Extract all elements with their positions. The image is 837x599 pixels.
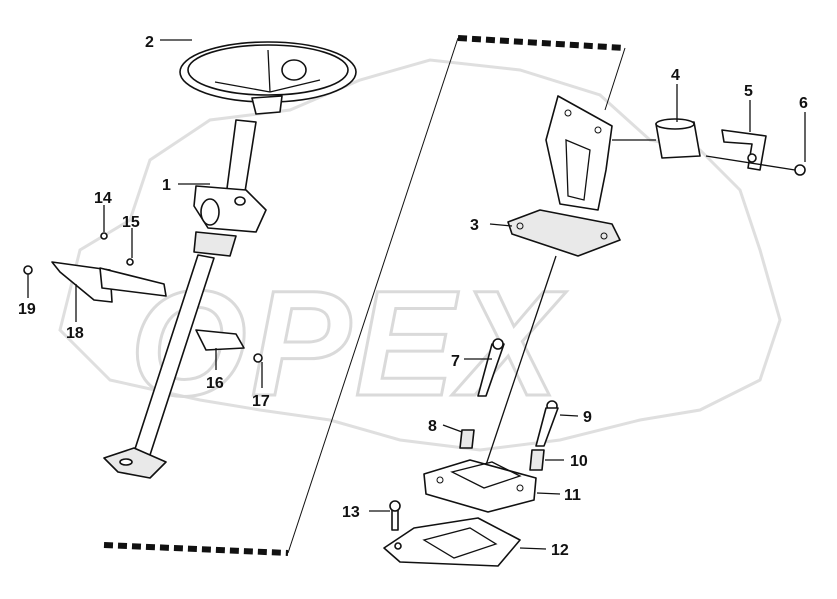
side-bracket (23, 232, 167, 303)
clamp-assembly (612, 118, 806, 176)
mounting-bolts (459, 338, 559, 471)
callout-16: 16 (206, 375, 224, 392)
steering-column (103, 119, 257, 479)
lower-bracket (195, 329, 263, 363)
callout-9: 9 (583, 409, 592, 426)
column-support-stand (507, 95, 621, 257)
callout-labels: 2 1 3 4 5 6 7 8 9 10 11 13 12 14 15 16 1… (18, 34, 808, 559)
callout-8: 8 (428, 418, 437, 435)
callout-1: 1 (162, 177, 171, 194)
column-mount-joint (193, 185, 267, 257)
callout-13: 13 (342, 504, 360, 521)
gasket-plate (383, 517, 521, 567)
right-dashed-frame (287, 35, 626, 554)
callout-2: 2 (145, 34, 154, 51)
callout-7: 7 (451, 353, 460, 370)
callout-3: 3 (470, 217, 479, 234)
callout-17: 17 (252, 393, 270, 410)
bolt-13 (389, 500, 401, 531)
left-dashed-frame (103, 542, 289, 556)
leader-lines (27, 39, 806, 550)
callout-14: 14 (94, 190, 112, 207)
callout-5: 5 (744, 83, 753, 100)
steering-wheel (179, 41, 357, 115)
callout-11: 11 (564, 487, 581, 504)
base-plate (423, 459, 537, 513)
callout-4: 4 (671, 67, 680, 84)
callout-19: 19 (18, 301, 36, 318)
callout-15: 15 (122, 214, 140, 231)
callout-6: 6 (799, 95, 808, 112)
lower-shaft (485, 255, 557, 466)
callout-18: 18 (66, 325, 84, 342)
callout-10: 10 (570, 453, 588, 470)
callout-12: 12 (551, 542, 569, 559)
